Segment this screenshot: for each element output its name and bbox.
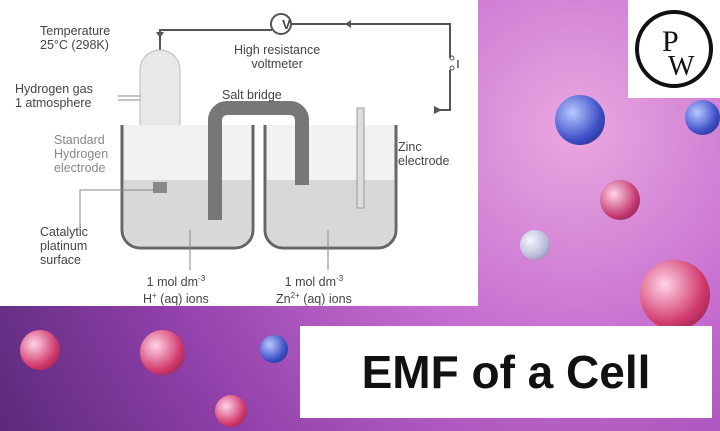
voltmeter-icon xyxy=(270,13,292,35)
pw-logo-icon: P W xyxy=(635,10,713,88)
left-solution-label: 1 mol dm-3 H+ (aq) ions xyxy=(143,274,209,307)
molecule-decoration xyxy=(260,335,288,363)
svg-text:P: P xyxy=(662,25,679,58)
right-solution-label: 1 mol dm-3 Zn2+ (aq) ions xyxy=(276,274,352,307)
molecule-decoration xyxy=(20,330,60,370)
molecule-decoration xyxy=(520,230,550,260)
zinc-electrode xyxy=(356,107,365,209)
molecule-decoration xyxy=(685,100,720,135)
voltmeter-symbol: V xyxy=(282,17,291,32)
molecule-decoration xyxy=(215,395,247,427)
molecule-decoration xyxy=(140,330,185,375)
platinum-electrode xyxy=(153,182,167,193)
page-title: EMF of a Cell xyxy=(361,346,651,398)
salt-bridge xyxy=(208,101,309,220)
pw-logo: P W xyxy=(628,0,720,98)
svg-text:W: W xyxy=(668,51,695,82)
title-banner: EMF of a Cell xyxy=(300,326,712,418)
molecule-decoration xyxy=(555,95,605,145)
molecule-decoration xyxy=(640,260,710,330)
molecule-decoration xyxy=(600,180,640,220)
salt-bridge-label: Salt bridge xyxy=(222,88,282,102)
cell-drawing xyxy=(79,13,459,270)
wire-right xyxy=(437,70,451,111)
